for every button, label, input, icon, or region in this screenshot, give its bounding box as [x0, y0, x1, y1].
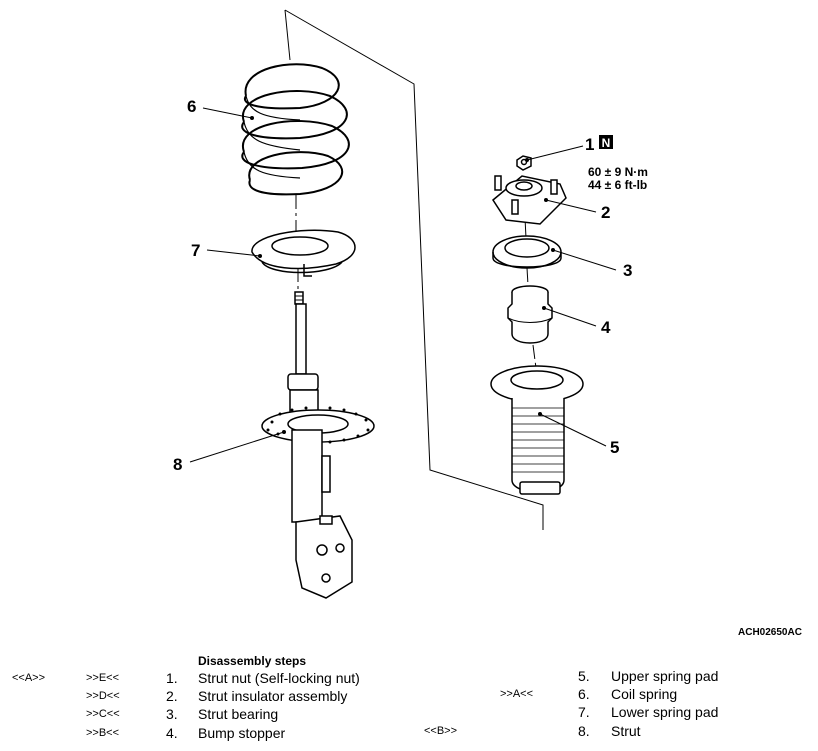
- coil-spring: [241, 63, 350, 196]
- torque-imperial: 44 ± 6 ft-lb: [588, 178, 647, 192]
- strut-exploded-diagram: 6 7 8 1 2 3 4 5 N 60 ± 9 N·m 44 ± 6 ft-l…: [173, 9, 648, 599]
- lower-spring-pad: [251, 229, 356, 277]
- torque-metric: 60 ± 9 N·m: [588, 165, 648, 179]
- callout-leaders: [189, 107, 617, 463]
- step-1-note: >>E<<: [86, 672, 120, 684]
- strut-insulator-assembly: [492, 175, 567, 225]
- callout-3: 3: [623, 261, 632, 280]
- step-5-name: Upper spring pad: [611, 668, 719, 684]
- new-part-mark: N: [602, 136, 611, 150]
- leader-dots: [250, 116, 555, 434]
- step-6-note: >>A<<: [500, 688, 534, 700]
- step-4-name: Bump stopper: [198, 725, 286, 741]
- callout-4: 4: [601, 318, 611, 337]
- new-part-badge: N: [599, 135, 613, 150]
- callout-2: 2: [601, 203, 610, 222]
- center-axis-lines: [295, 195, 537, 369]
- step-8-name: Strut: [611, 723, 641, 739]
- step-1-num: 1.: [166, 670, 178, 686]
- step-2-name: Strut insulator assembly: [198, 688, 348, 704]
- service-point-a-tag: <<A>>: [12, 672, 46, 684]
- step-7-name: Lower spring pad: [611, 704, 719, 720]
- step-6-name: Coil spring: [611, 686, 678, 702]
- step-1-name: Strut nut (Self-locking nut): [198, 670, 360, 686]
- callout-8: 8: [173, 455, 182, 474]
- strut-seat-holes: [266, 406, 370, 444]
- disassembly-steps-title: Disassembly steps: [198, 654, 307, 668]
- step-8-num: 8.: [578, 723, 590, 739]
- callout-6: 6: [187, 97, 196, 116]
- strut: [261, 291, 375, 599]
- step-3-note: >>C<<: [86, 708, 120, 720]
- step-4-num: 4.: [166, 725, 178, 741]
- step-4-note: >>B<<: [86, 727, 120, 739]
- upper-spring-pad: [490, 365, 584, 495]
- step-2-note: >>D<<: [86, 690, 120, 702]
- strut-nut: [516, 155, 532, 171]
- callout-7: 7: [191, 241, 200, 260]
- step-2-num: 2.: [166, 688, 178, 704]
- step-7-num: 7.: [578, 704, 590, 720]
- callout-5: 5: [610, 438, 619, 457]
- figure-id: ACH02650AC: [738, 627, 802, 638]
- step-3-name: Strut bearing: [198, 706, 279, 722]
- step-5-num: 5.: [578, 668, 590, 684]
- step-3-num: 3.: [166, 706, 178, 722]
- service-point-b-tag: <<B>>: [424, 725, 458, 737]
- bump-stopper: [507, 285, 553, 344]
- callout-1: 1: [585, 135, 594, 154]
- assembly-connector-line: [284, 9, 544, 530]
- dust-boot-ribs: [512, 407, 564, 473]
- strut-bearing: [492, 235, 562, 269]
- step-6-num: 6.: [578, 686, 590, 702]
